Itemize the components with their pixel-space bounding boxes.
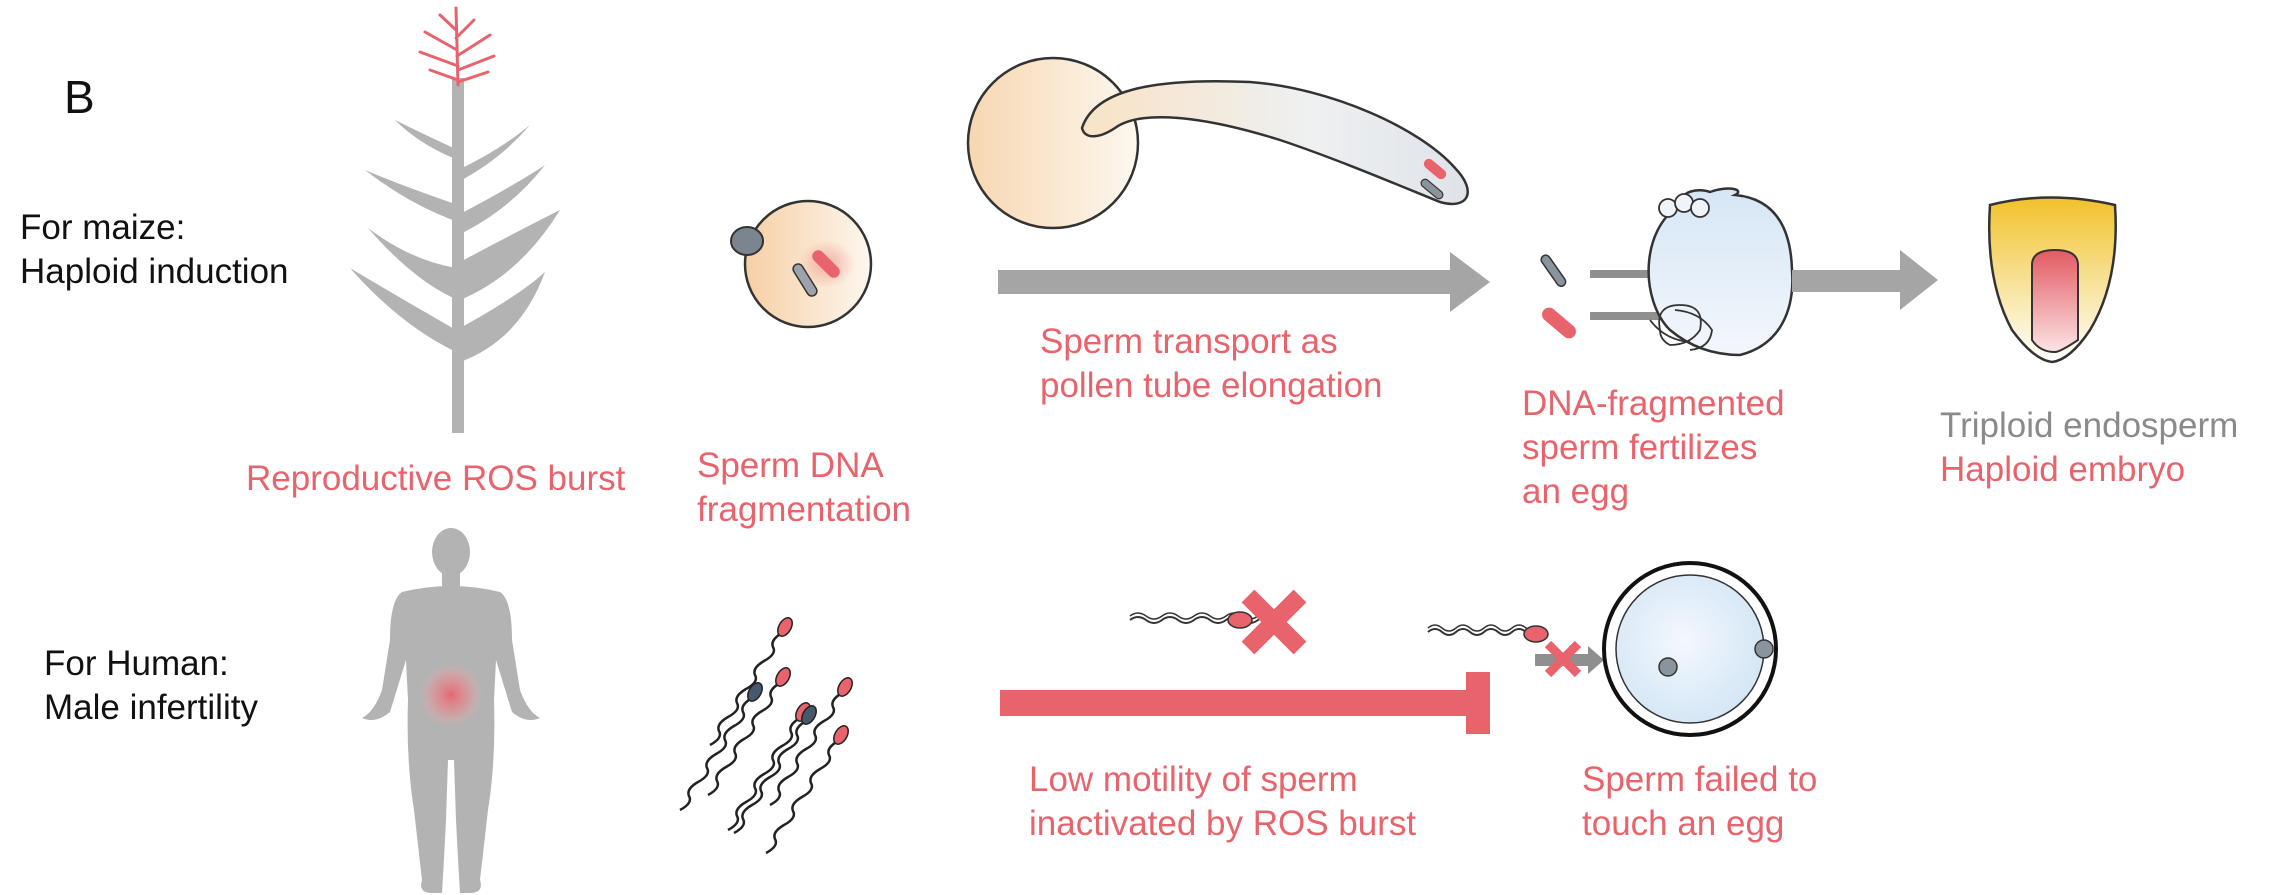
failed-touch-label: Sperm failed to touch an egg bbox=[1582, 758, 1817, 846]
human-row-label: For Human: Male infertility bbox=[44, 642, 258, 730]
embryo-sac-icon bbox=[1647, 187, 1794, 357]
dna-fragmentation-line2: fragmentation bbox=[697, 490, 912, 529]
sperm-tail bbox=[733, 719, 807, 835]
ros-burst-label: Reproductive ROS burst bbox=[246, 459, 626, 498]
sperm-cells-icon bbox=[1540, 254, 1576, 339]
maize-tassel-icon bbox=[418, 6, 496, 87]
sperm-tail bbox=[709, 631, 783, 747]
failed-touch-line2: touch an egg bbox=[1582, 804, 1785, 843]
sperm-transport-line1: Sperm transport as bbox=[1040, 322, 1338, 361]
sperm-head bbox=[777, 617, 793, 637]
fertilization-label: DNA-fragmented sperm fertilizes an egg bbox=[1522, 382, 1785, 514]
approaching-sperm-icon bbox=[1427, 624, 1549, 643]
panel-label: B bbox=[64, 71, 95, 123]
small-cross-icon bbox=[1544, 640, 1582, 678]
sperm-head bbox=[833, 725, 849, 745]
sperm-group-icon bbox=[679, 617, 853, 855]
result-label: Triploid endosperm Haploid embryo bbox=[1940, 404, 2238, 492]
sperm-transport-line2: pollen tube elongation bbox=[1040, 366, 1383, 405]
human-row-label-line2: Male infertility bbox=[44, 688, 258, 727]
sperm-cell-dna-fragmentation-icon bbox=[730, 199, 873, 329]
maize-row-label-line1: For maize: bbox=[20, 208, 186, 247]
fertilization-line3: an egg bbox=[1522, 472, 1630, 511]
ros-burst-glow-icon bbox=[419, 663, 483, 727]
sperm-tail bbox=[765, 739, 839, 855]
inhibition-arrow-icon bbox=[1000, 672, 1490, 734]
low-motility-line1: Low motility of sperm bbox=[1029, 760, 1358, 799]
dna-fragmentation-label: Sperm DNA fragmentation bbox=[697, 444, 911, 532]
sperm-head bbox=[801, 705, 817, 725]
sperm-head bbox=[747, 682, 763, 702]
sperm-head bbox=[775, 667, 791, 687]
human-row-label-line1: For Human: bbox=[44, 644, 229, 683]
result-embryo: Haploid embryo bbox=[1940, 450, 2186, 489]
transport-arrow-icon bbox=[998, 252, 1490, 312]
fertilization-arrows-icon bbox=[1590, 262, 1684, 328]
sperm-transport-label: Sperm transport as pollen tube elongatio… bbox=[1040, 320, 1383, 408]
low-motility-line2: inactivated by ROS burst bbox=[1029, 804, 1417, 843]
maize-kernel-icon bbox=[1987, 196, 2117, 364]
sperm-tail bbox=[707, 681, 781, 797]
maize-row-label-line2: Haploid induction bbox=[20, 252, 289, 291]
fertilization-line1: DNA-fragmented bbox=[1522, 384, 1785, 423]
egg-cell-icon bbox=[1602, 561, 1778, 737]
result-endosperm: Triploid endosperm bbox=[1940, 406, 2239, 445]
failed-touch-line1: Sperm failed to bbox=[1582, 760, 1818, 799]
sperm-tail bbox=[727, 716, 801, 832]
single-sperm-icon bbox=[1129, 611, 1271, 629]
low-motility-label: Low motility of sperm inactivated by ROS… bbox=[1029, 758, 1416, 846]
cross-icon bbox=[1241, 589, 1307, 655]
sperm-head bbox=[837, 677, 853, 697]
sperm-tail bbox=[769, 691, 843, 807]
maize-row-label: For maize: Haploid induction bbox=[20, 206, 289, 294]
human-body-icon bbox=[362, 528, 540, 893]
maize-plant-icon bbox=[350, 78, 560, 433]
pollen-tube-icon bbox=[966, 56, 1469, 230]
result-arrow-icon bbox=[1792, 250, 1938, 310]
fertilization-line2: sperm fertilizes bbox=[1522, 428, 1758, 467]
dna-fragmentation-line1: Sperm DNA bbox=[697, 446, 884, 485]
sperm-tail bbox=[679, 696, 753, 812]
